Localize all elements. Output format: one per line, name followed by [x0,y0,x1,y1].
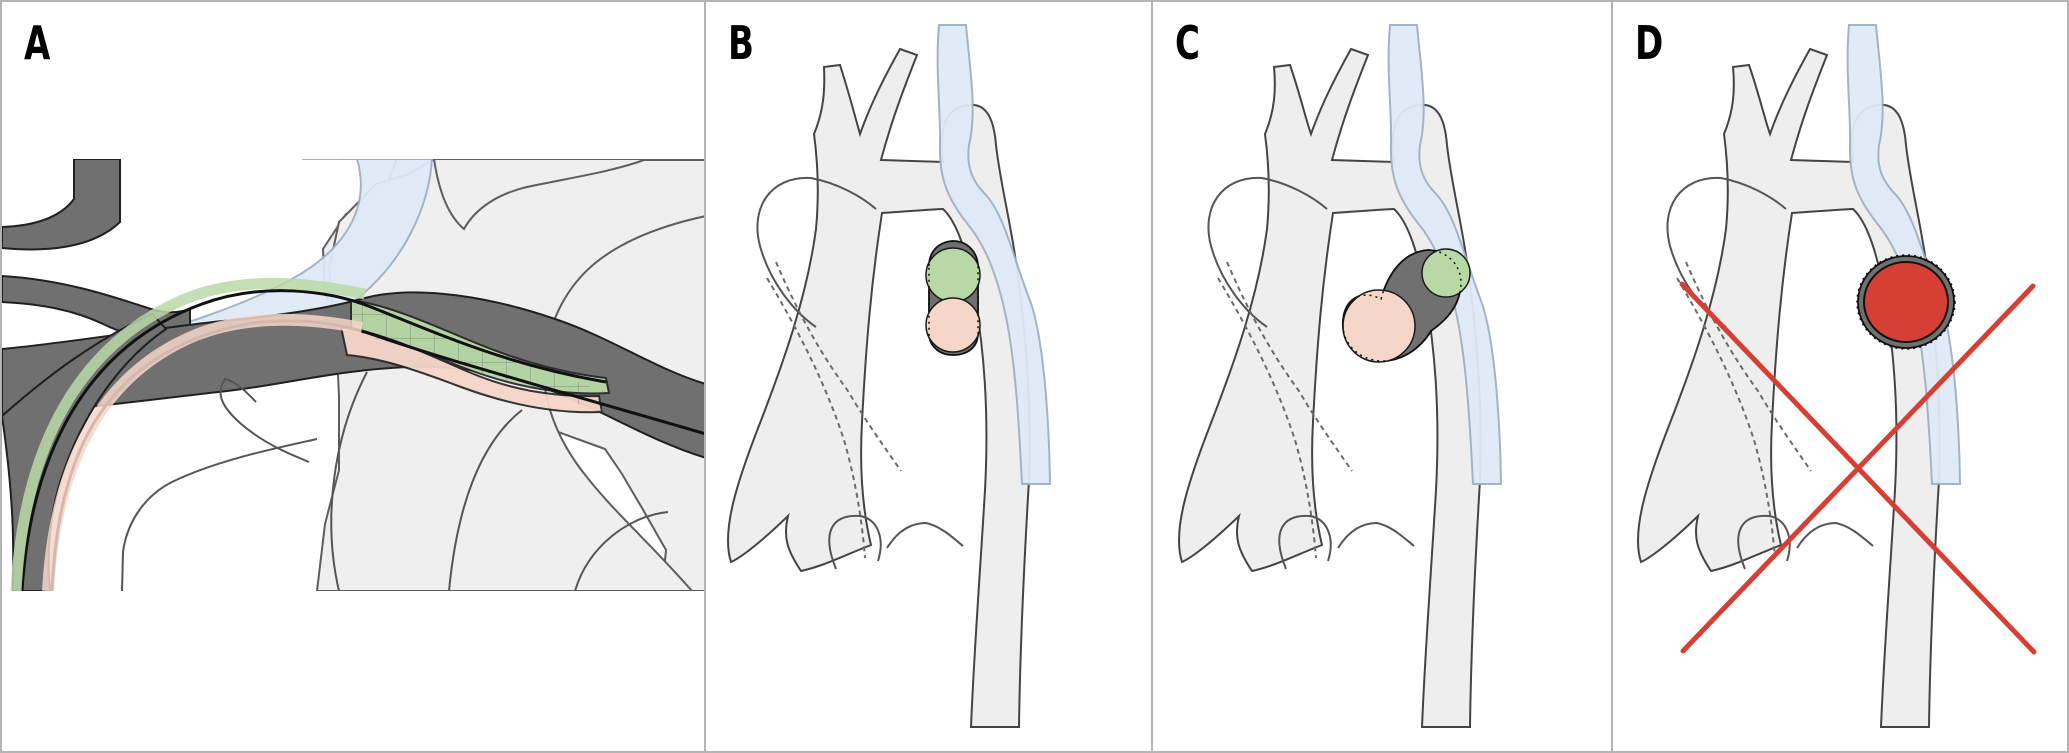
panel-d-dashed-path-1 [1685,261,1812,472]
panel-b-label: B [728,16,754,70]
panel-a-stent-grid [341,300,609,412]
panel-b-bottom-branch [886,521,964,549]
panel-d-dotted-border [1856,254,1956,350]
panel-b-bottom-vessel [828,514,882,570]
panel-d-heart-and-aorta [1636,47,1941,728]
panel-a-heart-edge [121,438,318,591]
panel-b-heart-and-aorta [726,47,1031,728]
panel-b-dashed-path-2 [766,277,866,559]
panel-b-left-loop [756,176,877,328]
panel-d-bottom-branch [1796,521,1874,549]
panel-c-bottom-branch [1337,521,1415,549]
panel-b-illustration [726,24,1052,728]
panel-c-dashed-path-1 [1226,261,1353,472]
panel-d-red-occlusion [1863,261,1949,343]
red-x-mark-icon [1679,281,2037,655]
panel-b: B [704,0,1151,753]
panel-a-green-catheter [10,277,367,591]
panel-c-pink-balloon [1342,289,1416,363]
panel-d: D [1611,0,2069,753]
panel-b-pink-balloon [925,297,981,353]
panel-b-green-balloon [925,247,981,303]
red-x-line-2 [1680,283,2036,654]
panel-a-right-heart-edge [448,409,523,591]
panel-c: C [1151,0,1611,753]
panel-c-dotted-border [1342,249,1462,362]
panel-c-green-balloon [1421,248,1471,298]
panel-c-heart-and-aorta [1177,47,1482,728]
panel-a: A [0,0,704,753]
panel-c-label: C [1175,16,1200,70]
panel-d-label: D [1635,16,1664,70]
panel-b-trachea [936,24,1052,485]
panel-c-bottom-vessel [1278,514,1332,570]
panel-a-bottom-heart-edge [574,511,669,591]
panel-a-illustration [2,159,704,591]
panel-b-dotted-border [928,240,979,356]
panel-c-left-loop [1207,176,1328,328]
panel-b-dashed-path-1 [775,261,902,472]
panel-d-dashed-path-2 [1676,277,1776,559]
panel-a-label: A [24,16,51,70]
panel-c-illustration [1177,24,1503,728]
panel-a-pink-catheter [42,313,364,591]
panel-d-illustration [1636,24,2037,728]
panel-a-green-wire [20,289,607,591]
panel-c-dashed-path-2 [1217,277,1317,559]
panel-a-upper-vessel [2,159,121,251]
panel-a-pulmonary-edge [330,371,368,591]
